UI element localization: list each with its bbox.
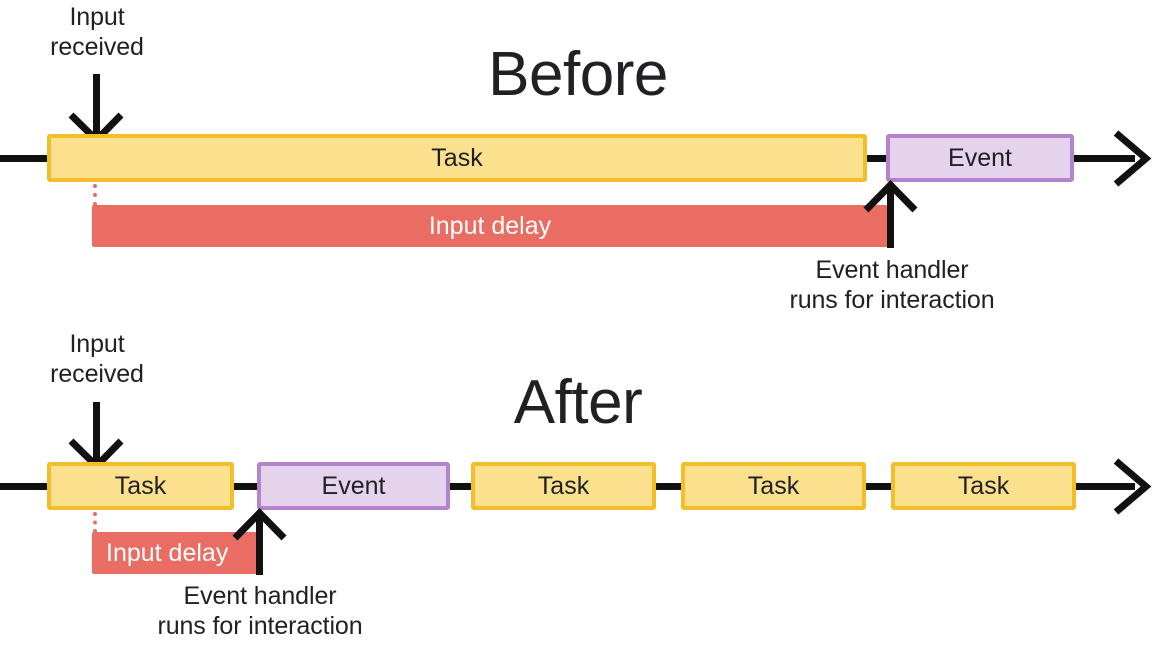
after-handler-arrow-head (232, 507, 287, 541)
before-input-arrow-stem (93, 74, 100, 139)
after-timeline-rail-0 (0, 483, 52, 490)
before-task-box[interactable]: Task (47, 134, 867, 182)
after-timeline-rail-2 (443, 483, 475, 490)
after-timeline-rail-5 (1072, 483, 1135, 490)
after-task-box-2[interactable]: Task (471, 462, 656, 510)
before-handler-arrow-stem (887, 185, 894, 248)
after-handler-arrow-stem (256, 513, 263, 575)
before-timeline-arrow-head (1113, 130, 1152, 187)
before-title: Before (488, 40, 668, 109)
after-input-received-label: Input received (50, 330, 144, 388)
before-event-handler-label: Event handler runs for interaction (789, 256, 995, 314)
after-task-box-4[interactable]: Task (891, 462, 1076, 510)
before-timeline-rail-mid (862, 155, 888, 162)
after-input-arrow-stem (93, 402, 100, 465)
before-handler-arrow-head (863, 179, 918, 213)
after-task-box-3[interactable]: Task (681, 462, 866, 510)
after-timeline-rail-4 (862, 483, 894, 490)
before-input-received-label: Input received (50, 3, 144, 61)
before-timeline-rail-left (0, 155, 52, 162)
after-timeline-rail-3 (652, 483, 684, 490)
after-timeline-rail-1 (229, 483, 261, 490)
before-input-delay-bar[interactable]: Input delay (92, 205, 888, 247)
before-timeline-rail-right (1072, 155, 1135, 162)
after-input-delay-connector (93, 512, 97, 533)
before-input-delay-connector (93, 184, 97, 206)
after-task-box-1[interactable]: Task (47, 462, 234, 510)
after-input-delay-bar[interactable]: Input delay (92, 532, 259, 574)
after-event-handler-label: Event handler runs for interaction (157, 582, 363, 640)
after-timeline-arrow-head (1113, 458, 1152, 515)
after-title: After (513, 368, 643, 437)
before-event-box[interactable]: Event (886, 134, 1074, 182)
after-event-box[interactable]: Event (257, 462, 450, 510)
